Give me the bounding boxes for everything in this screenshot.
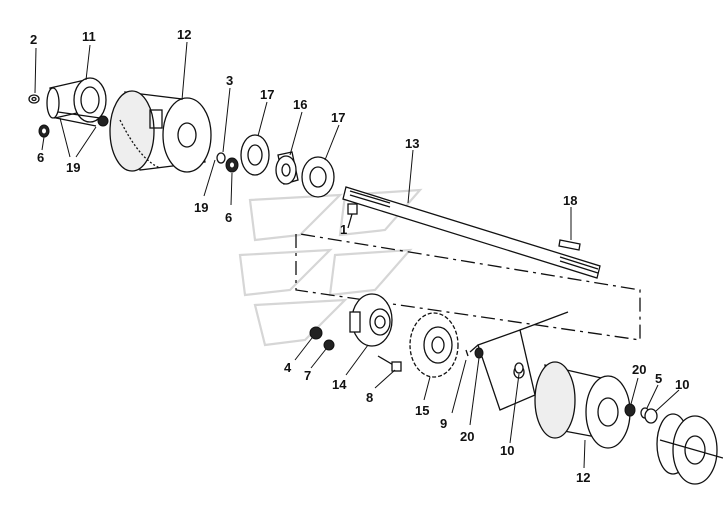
- label-14: 14: [332, 377, 347, 392]
- part-20-nut-left: [474, 347, 484, 359]
- label-7: 7: [304, 368, 311, 383]
- gear-hub-right: [656, 413, 723, 485]
- label-16: 16: [293, 97, 307, 112]
- part-10-nut-mid: [514, 362, 524, 374]
- label-19-left: 19: [66, 160, 80, 175]
- label-9: 9: [440, 416, 447, 431]
- label-3: 3: [226, 73, 233, 88]
- part-18-screw: [558, 239, 581, 251]
- label-13: 13: [405, 136, 419, 151]
- label-17-left: 17: [260, 87, 274, 102]
- part-16-bearing: [275, 151, 299, 185]
- watermark-logo: [238, 188, 423, 347]
- label-8: 8: [366, 390, 373, 405]
- part-12-drum-bottom: [534, 361, 631, 449]
- label-15: 15: [415, 403, 429, 418]
- part-20-washer-right: [624, 403, 636, 417]
- part-9-key: [465, 349, 469, 357]
- label-18: 18: [563, 193, 577, 208]
- label-6-mid: 6: [225, 210, 232, 225]
- label-20-left: 20: [460, 429, 474, 444]
- label-4: 4: [284, 360, 292, 375]
- label-17-right: 17: [331, 110, 345, 125]
- part-6-washer-left: [38, 124, 50, 138]
- part-14-hub: [349, 293, 393, 347]
- part-3-washer: [216, 152, 226, 164]
- part-19-screws-left: [55, 111, 109, 127]
- part-1-bolt: [347, 203, 358, 229]
- label-11: 11: [82, 29, 96, 44]
- part-17-flange-left: [240, 134, 270, 176]
- assembly-dashed-line: [295, 233, 641, 341]
- part-6-nut-mid: [225, 157, 239, 173]
- part-15-sprocket: [409, 312, 459, 378]
- part-17-flange-right: [301, 156, 335, 198]
- label-10-right: 10: [675, 377, 689, 392]
- label-10-mid: 10: [500, 443, 514, 458]
- part-2-nut: [28, 94, 40, 104]
- part-11-flange-bushing: [46, 77, 107, 123]
- part-13-shaft: [342, 186, 601, 279]
- label-6-left: 6: [37, 150, 44, 165]
- label-2: 2: [30, 32, 37, 47]
- label-12-top: 12: [177, 27, 191, 42]
- part-10-nut-right: [644, 408, 658, 424]
- label-1: 1: [340, 222, 347, 237]
- label-20-right: 20: [632, 362, 646, 377]
- part-4-nut: [309, 326, 323, 340]
- part-8-bolt: [377, 355, 402, 372]
- part-7-washer: [323, 339, 335, 351]
- label-12-bottom: 12: [576, 470, 590, 485]
- label-5: 5: [655, 371, 662, 386]
- label-19-mid: 19: [194, 200, 208, 215]
- part-12-drum-top: [109, 90, 212, 173]
